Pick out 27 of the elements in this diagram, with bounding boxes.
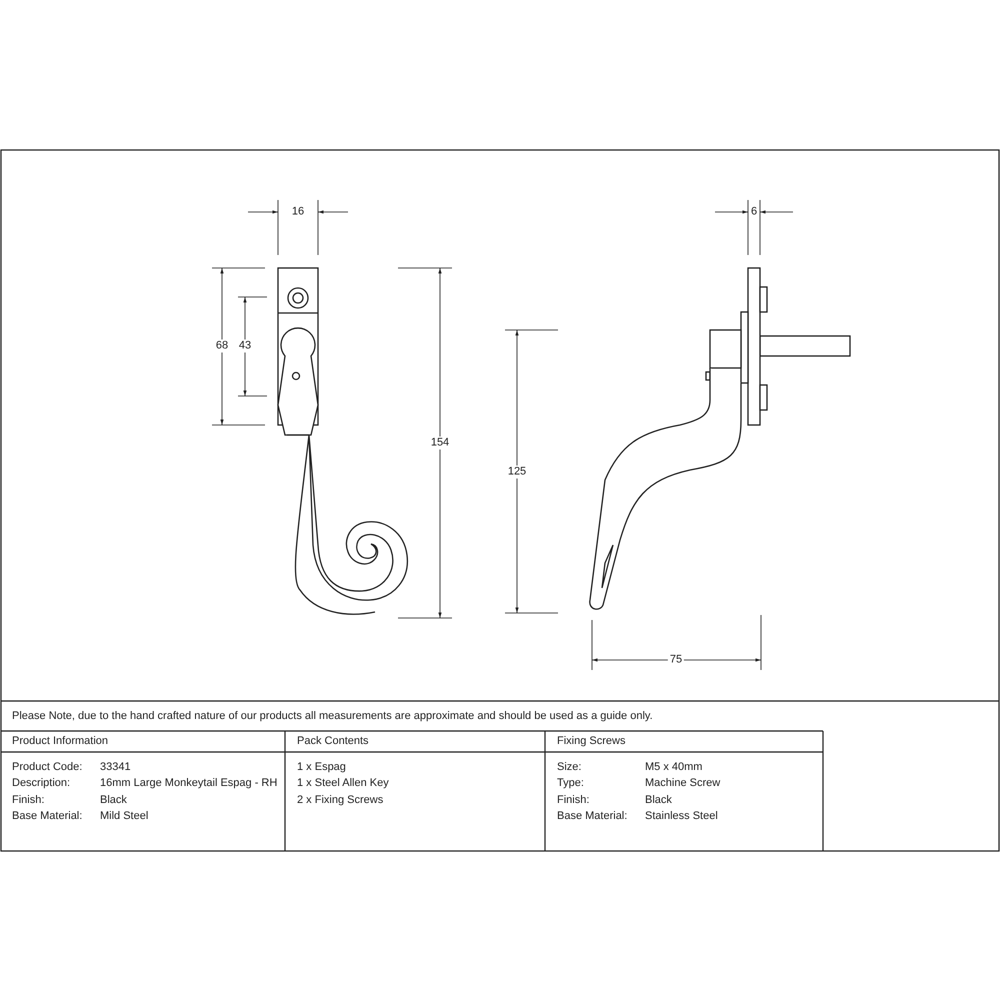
column-heading: Product Information: [12, 735, 108, 748]
note-text: Please Note, due to the hand crafted nature of our products all measurements are approximate and should be used as a guide only.: [12, 710, 653, 723]
field-value: 16mm Large Monkeytail Espag - RH: [100, 777, 278, 790]
field-label: Base Material:: [557, 810, 628, 823]
field-value: Mild Steel: [100, 810, 148, 823]
field-label: Size:: [557, 761, 582, 774]
field-value: Black: [100, 794, 127, 807]
dimension-value: 68: [214, 340, 230, 352]
field-value: 2 x Fixing Screws: [297, 794, 384, 807]
field-label: Finish:: [12, 794, 44, 807]
field-value: 33341: [100, 761, 131, 774]
field-value: Stainless Steel: [645, 810, 718, 823]
field-label: Description:: [12, 777, 70, 790]
field-label: Finish:: [557, 794, 590, 807]
column-heading: Pack Contents: [297, 735, 369, 748]
dimension-value: 125: [506, 466, 528, 478]
field-value: 1 x Espag: [297, 761, 346, 774]
field-label: Product Code:: [12, 761, 82, 774]
field-value: M5 x 40mm: [645, 761, 702, 774]
field-value: 1 x Steel Allen Key: [297, 777, 389, 790]
dimension-value: 43: [236, 340, 254, 352]
field-label: Base Material:: [12, 810, 82, 823]
column-heading: Fixing Screws: [557, 735, 626, 748]
field-label: Type:: [557, 777, 584, 790]
field-value: Black: [645, 794, 672, 807]
dimension-value: 154: [428, 436, 452, 450]
field-value: Machine Screw: [645, 777, 720, 790]
